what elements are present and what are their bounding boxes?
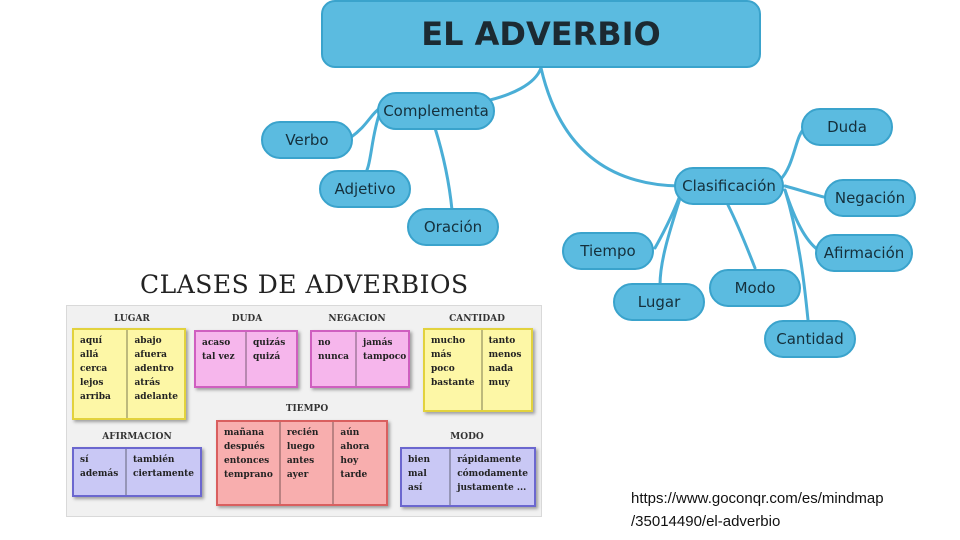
group-lugar-col-2: abajo afuera adentro atrás adelante — [126, 330, 184, 418]
group-tiempo-col-1: mañana después entonces temprano — [224, 428, 273, 480]
link-root-clasificacion — [539, 66, 682, 188]
link-complementa-adjetivo — [360, 110, 382, 180]
node-duda-label: Duda — [827, 118, 867, 136]
link-clasificacion-duda — [778, 126, 807, 182]
group-cantidad-col-2: tanto menos nada muy — [480, 330, 531, 410]
root-label: EL ADVERBIO — [421, 15, 661, 53]
link-clasificacion-modo — [726, 203, 757, 270]
group-tiempo-col-2: recién luego antes ayer — [278, 422, 333, 504]
source-url-line-1: https://www.goconqr.com/es/mindmap — [631, 490, 884, 507]
group-duda-col-2: quizás quizá — [245, 332, 296, 386]
node-modo[interactable]: Modo — [709, 269, 801, 307]
group-box-negacion: no nunca jamás tampoco — [310, 330, 410, 388]
group-header-lugar: LUGAR — [114, 314, 150, 324]
node-oracion[interactable]: Oración — [407, 208, 499, 246]
node-clasificacion[interactable]: Clasificación — [674, 167, 784, 205]
clases-title: CLASES DE ADVERBIOS — [140, 270, 469, 299]
group-negacion-col-2: jamás tampoco — [354, 332, 412, 386]
group-tiempo-col-3: aún ahora hoy tarde — [332, 422, 386, 504]
node-cantidad[interactable]: Cantidad — [764, 320, 856, 358]
node-lugar-label: Lugar — [637, 293, 681, 311]
node-afirmacion-label: Afirmación — [823, 244, 905, 262]
group-box-tiempo: mañana después entonces temprano recién … — [216, 420, 388, 506]
link-clasificacion-cantidad — [783, 188, 810, 322]
node-modo-label: Modo — [734, 279, 776, 297]
node-adjetivo-label: Adjetivo — [334, 180, 396, 198]
group-box-cantidad: mucho más poco bastante tanto menos nada… — [423, 328, 533, 412]
root-node[interactable]: EL ADVERBIO — [321, 0, 761, 68]
link-clasificacion-negacion — [783, 184, 830, 200]
node-verbo[interactable]: Verbo — [261, 121, 353, 159]
clases-table: LUGAR aquí allá cerca lejos arriba abajo… — [66, 305, 542, 517]
group-duda-col-1: acaso tal vez — [202, 338, 235, 362]
node-afirmacion[interactable]: Afirmación — [815, 234, 913, 272]
source-url: https://www.goconqr.com/es/mindmap /3501… — [631, 487, 884, 533]
group-afirmacion-col-2: también ciertamente — [124, 449, 200, 495]
node-duda[interactable]: Duda — [801, 108, 893, 146]
node-lugar[interactable]: Lugar — [613, 283, 705, 321]
group-header-cantidad: CANTIDAD — [449, 314, 505, 324]
node-oracion-label: Oración — [423, 218, 483, 236]
group-cantidad-col-1: mucho más poco bastante — [431, 336, 475, 388]
group-box-modo: bien mal así rápidamente cómodamente jus… — [400, 447, 536, 507]
node-tiempo-label: Tiempo — [580, 242, 636, 260]
group-lugar-col-1: aquí allá cerca lejos arriba — [80, 336, 111, 402]
node-negacion[interactable]: Negación — [824, 179, 916, 217]
node-tiempo[interactable]: Tiempo — [562, 232, 654, 270]
node-negacion-label: Negación — [834, 189, 906, 207]
group-box-lugar: aquí allá cerca lejos arriba abajo afuer… — [72, 328, 186, 420]
group-header-afirmacion: AFIRMACION — [102, 432, 172, 442]
group-header-negacion: NEGACION — [328, 314, 386, 324]
source-url-line-2: /35014490/el-adverbio — [631, 513, 781, 530]
node-cantidad-label: Cantidad — [776, 330, 844, 348]
link-complementa-oracion — [433, 126, 454, 212]
group-header-duda: DUDA — [231, 314, 263, 324]
link-root-complementa — [488, 66, 543, 102]
node-verbo-label: Verbo — [285, 131, 329, 149]
node-complementa[interactable]: Complementa — [377, 92, 495, 130]
group-box-afirmacion: sí además también ciertamente — [72, 447, 202, 497]
node-complementa-label: Complementa — [383, 102, 489, 120]
node-adjetivo[interactable]: Adjetivo — [319, 170, 411, 208]
group-modo-col-1: bien mal así — [408, 455, 430, 493]
link-clasificacion-lugar — [658, 190, 684, 287]
group-negacion-col-1: no nunca — [318, 338, 349, 362]
group-afirmacion-col-1: sí además — [80, 455, 119, 479]
group-header-tiempo: TIEMPO — [285, 404, 329, 414]
group-modo-col-2: rápidamente cómodamente justamente ... — [449, 449, 534, 505]
node-clasificacion-label: Clasificación — [682, 177, 776, 195]
group-header-modo: MODO — [450, 432, 484, 442]
group-box-duda: acaso tal vez quizás quizá — [194, 330, 298, 388]
link-clasificacion-afirmacion — [783, 188, 820, 252]
